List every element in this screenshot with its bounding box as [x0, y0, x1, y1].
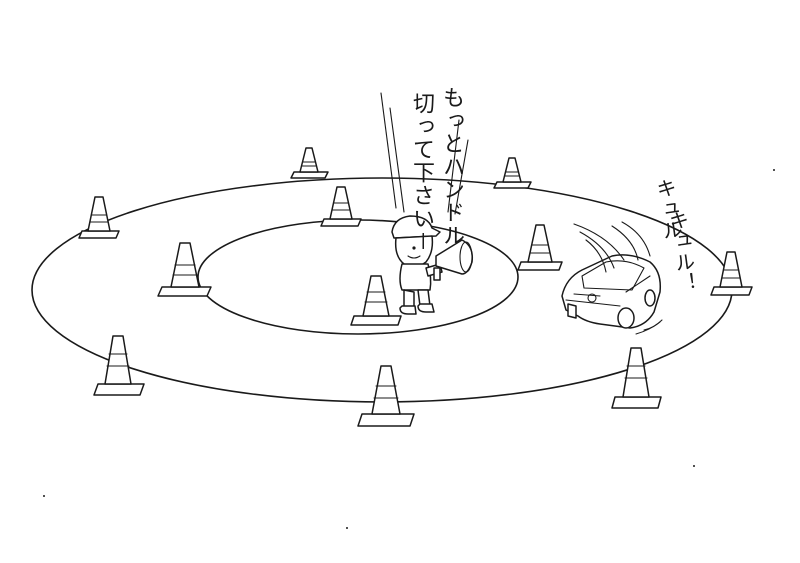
traffic-cone-icon — [93, 335, 145, 396]
ink-speck — [346, 527, 348, 529]
traffic-cone-icon — [611, 347, 662, 409]
traffic-cone-icon — [710, 251, 753, 296]
traffic-cone-icon — [78, 196, 120, 239]
shout-text-line-2: 切って下さい－ — [409, 92, 434, 254]
shout-emphasis-lines — [380, 92, 469, 215]
traffic-cone-icon — [517, 224, 563, 271]
ink-speck — [43, 495, 45, 497]
traffic-cone-icon — [290, 147, 329, 179]
traffic-cone-icon — [357, 365, 415, 427]
instructor-figure — [391, 215, 474, 315]
traffic-cone-icon — [320, 186, 362, 227]
traffic-cone-icon — [157, 242, 212, 297]
drifting-car — [561, 254, 663, 335]
ink-speck — [773, 169, 775, 171]
ink-speck — [693, 465, 695, 467]
traffic-cone-icon — [493, 157, 532, 189]
traffic-cone-icon — [350, 275, 402, 326]
skid-motion-lines — [573, 221, 651, 273]
shout-text-line-1: もっとハンドル — [439, 86, 464, 247]
